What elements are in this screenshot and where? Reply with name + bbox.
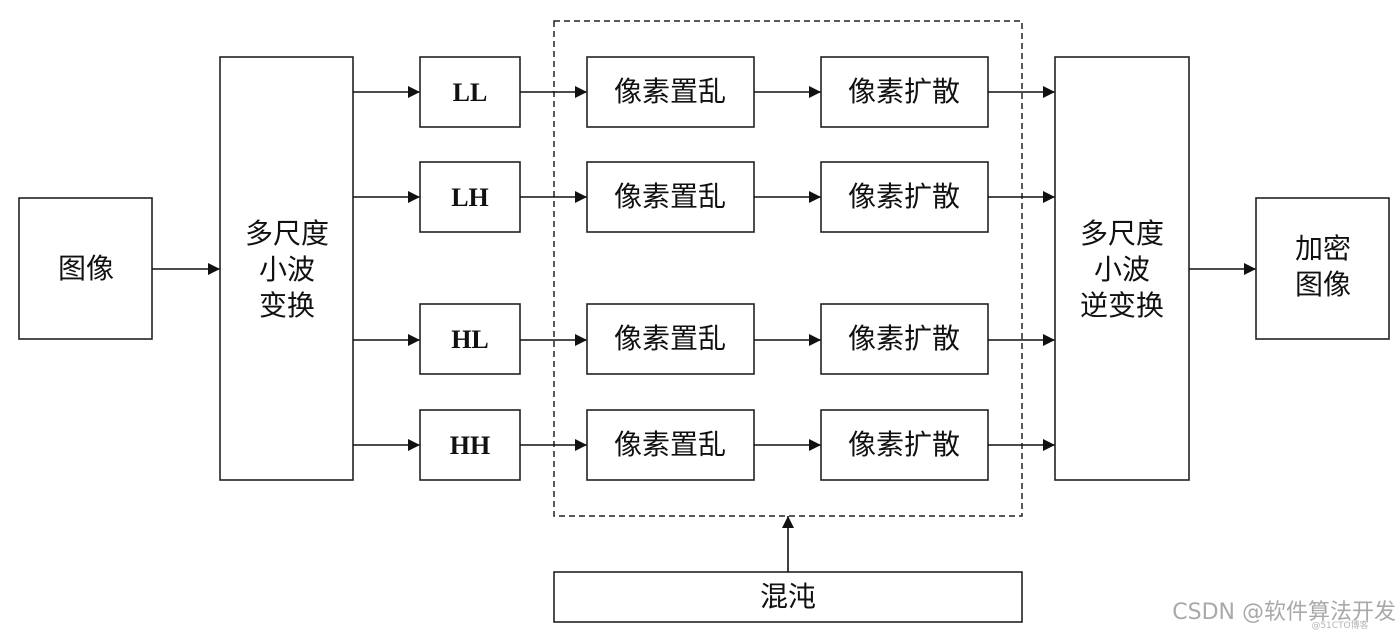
scramble-box-4 <box>586 409 755 481</box>
band-label-hh: HH <box>450 431 490 460</box>
idwt-label-line3: 逆变换 <box>1080 289 1164 322</box>
scramble-label-1: 像素置乱 <box>614 75 726 108</box>
scramble-box-2 <box>586 161 755 233</box>
diffusion-box-3 <box>820 303 989 375</box>
diffusion-label-2: 像素扩散 <box>848 180 960 213</box>
idwt-label-line1: 多尺度 <box>1080 217 1164 250</box>
band-box-hh <box>419 409 521 481</box>
encrypted-image-node: 加密 图像 <box>1255 197 1390 340</box>
chaos-node: 混沌 <box>553 571 1023 623</box>
encrypted-label-line1: 加密 <box>1295 232 1351 265</box>
dwt-node: 多尺度 小波 变换 <box>219 56 354 481</box>
band-label-ll: LL <box>453 78 488 107</box>
diffusion-label-4: 像素扩散 <box>848 428 960 461</box>
diffusion-label-1: 像素扩散 <box>848 75 960 108</box>
chaos-encryption-region <box>553 20 1023 517</box>
scramble-box-3 <box>586 303 755 375</box>
dwt-label-line1: 多尺度 <box>245 217 329 250</box>
source-image-label: 图像 <box>58 252 114 285</box>
band-label-hl: HL <box>451 325 489 354</box>
idwt-label-line2: 小波 <box>1094 253 1150 286</box>
dwt-label-line3: 变换 <box>259 289 315 322</box>
band-row-hh: HH 像素置乱 像素扩散 <box>353 409 1055 481</box>
scramble-label-2: 像素置乱 <box>614 180 726 213</box>
band-row-hl: HL 像素置乱 像素扩散 <box>353 303 1055 375</box>
diffusion-box-4 <box>820 409 989 481</box>
dwt-label-line2: 小波 <box>259 253 315 286</box>
idwt-node: 多尺度 小波 逆变换 <box>1054 56 1190 481</box>
band-box-ll <box>419 56 521 128</box>
band-row-lh: LH 像素置乱 像素扩散 <box>353 161 1055 233</box>
scramble-label-3: 像素置乱 <box>614 322 726 355</box>
chaos-label: 混沌 <box>760 580 816 613</box>
band-box-hl <box>419 303 521 375</box>
diffusion-box-1 <box>820 56 989 128</box>
51cto-watermark: @51CTO博客 <box>1311 619 1368 631</box>
band-row-ll: LL 像素置乱 像素扩散 <box>353 56 1055 128</box>
scramble-label-4: 像素置乱 <box>614 428 726 461</box>
diffusion-label-3: 像素扩散 <box>848 322 960 355</box>
encrypted-label-line2: 图像 <box>1295 268 1351 301</box>
csdn-watermark: CSDN @软件算法开发 <box>1172 600 1396 625</box>
diffusion-box-2 <box>820 161 989 233</box>
band-label-lh: LH <box>451 183 489 212</box>
source-image-node: 图像 <box>18 197 153 340</box>
band-box-lh <box>419 161 521 233</box>
